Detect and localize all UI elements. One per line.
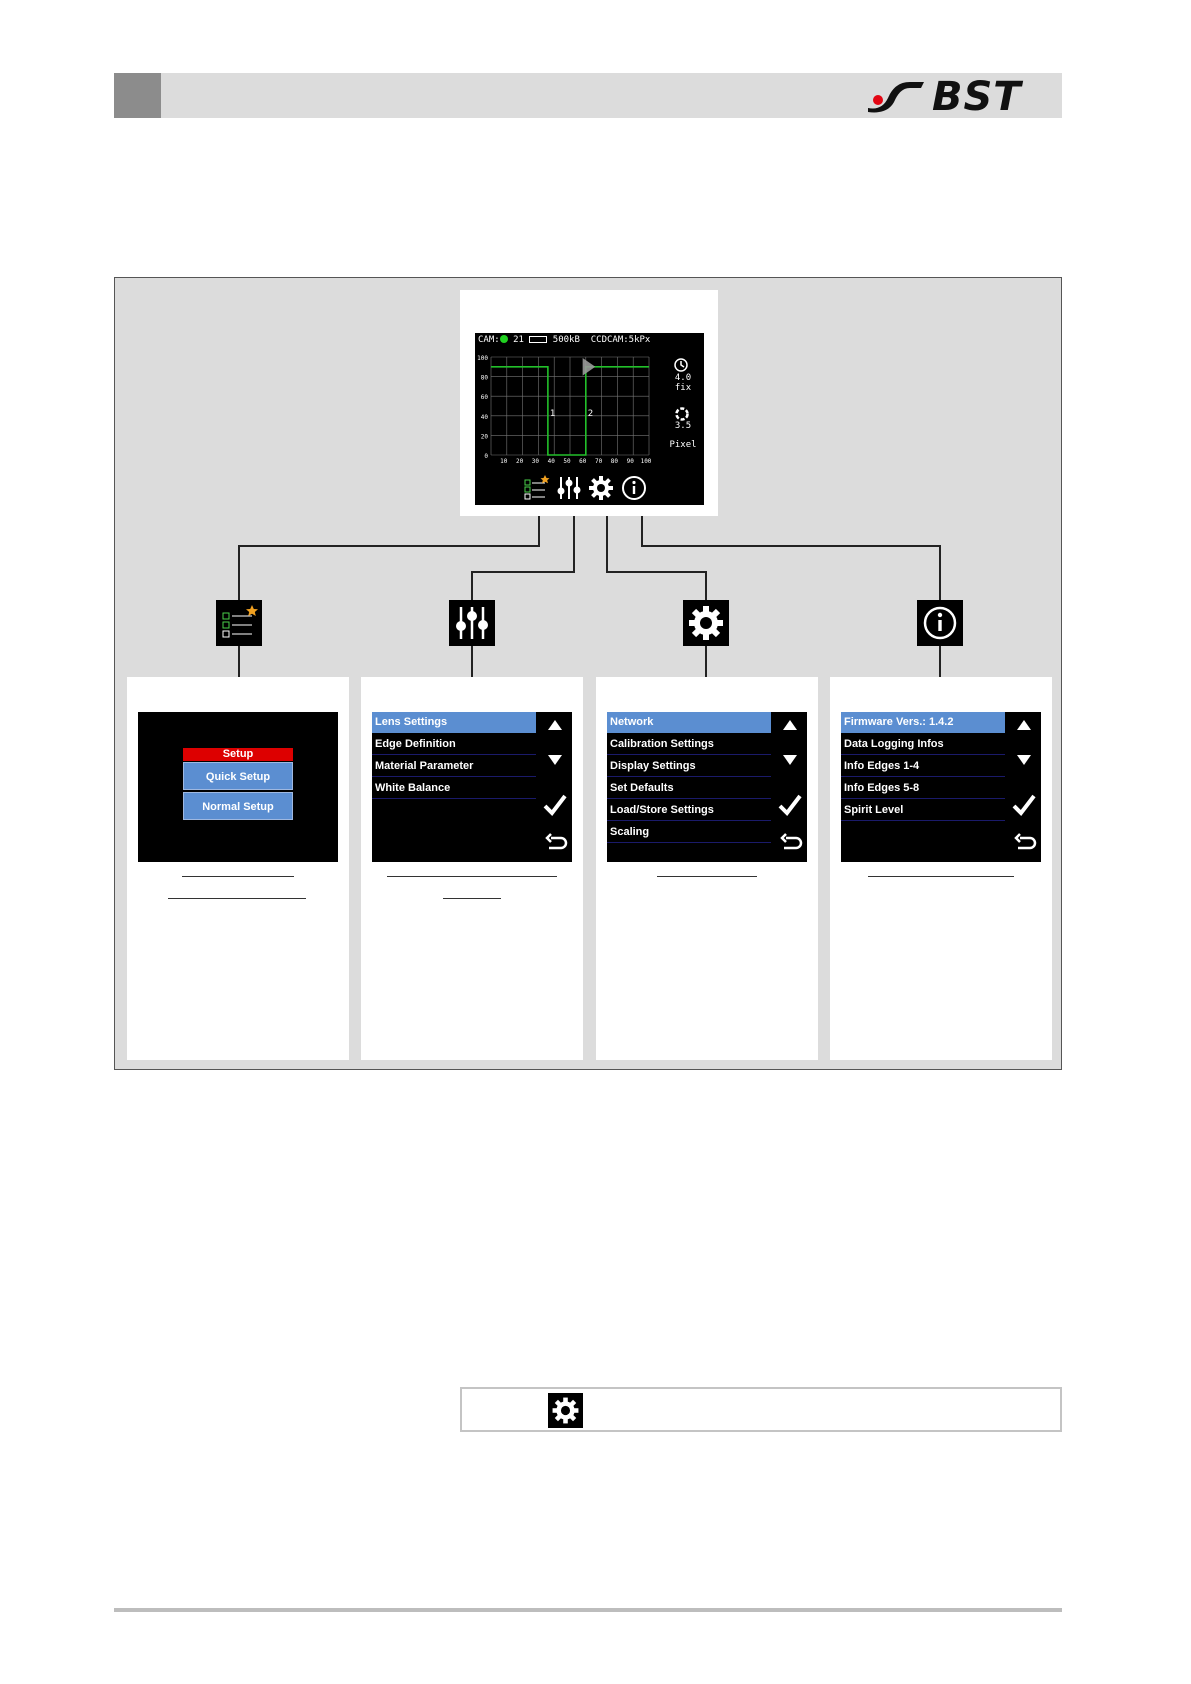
menu-controls (543, 720, 568, 850)
footer-rule (114, 1608, 1062, 1612)
info-panel: Firmware Vers.: 1.4.2 Data Logging Infos… (830, 677, 1052, 1060)
x-tick-label: 50 (563, 458, 571, 465)
edge-label: 1 (550, 409, 555, 419)
y-tick-label: 0 (484, 453, 488, 460)
bst-logo: BST (866, 74, 1056, 120)
note-box (460, 1387, 1062, 1432)
sliders-icon[interactable] (556, 475, 582, 501)
direction-arrow (547, 357, 596, 376)
back-icon[interactable] (545, 833, 568, 850)
menu-item-edge-definition[interactable]: Edge Definition (372, 734, 536, 755)
x-tick-label: 30 (532, 458, 540, 465)
menu-item-white-balance[interactable]: White Balance (372, 778, 536, 799)
menu-item-material-parameter[interactable]: Material Parameter (372, 756, 536, 777)
gear-icon (548, 1393, 583, 1428)
info-menu-screen: Firmware Vers.: 1.4.2 Data Logging Infos… (841, 712, 1041, 862)
y-tick-label: 20 (481, 433, 489, 440)
up-arrow-icon[interactable] (1017, 720, 1031, 730)
battery-icon (529, 336, 548, 343)
y-tick-label: 60 (481, 394, 489, 401)
setup-screen: Setup Quick Setup Normal Setup (138, 712, 338, 862)
menu-item-data-logging-infos[interactable]: Data Logging Infos (841, 734, 1005, 755)
status-line: CAM: 21 500kB CCDCAM:5kPx (478, 335, 650, 345)
menu-controls (778, 720, 803, 850)
edge-profile-line (491, 365, 649, 456)
setup-panel: Setup Quick Setup Normal Setup (127, 677, 349, 1060)
x-tick-label: 40 (548, 458, 556, 465)
page-header: BST (114, 73, 1062, 120)
quick-setup-button[interactable]: Quick Setup (183, 762, 293, 790)
parameter-panel: Lens Settings Edge Definition Material P… (361, 677, 583, 1060)
menu-item-lens-settings[interactable]: Lens Settings (372, 712, 536, 733)
edge-list-icon[interactable] (523, 475, 551, 501)
exposure-mode: fix (674, 383, 692, 393)
menu-item-display-settings[interactable]: Display Settings (607, 756, 771, 777)
unit-label: Pixel (669, 440, 697, 450)
menu-item-info-edges-1-4[interactable]: Info Edges 1-4 (841, 756, 1005, 777)
edge-chart: 100 80 60 40 20 0 10 20 30 40 50 60 70 80 90 100 1 2 (477, 355, 652, 465)
memory-value: 500kB (552, 335, 580, 345)
menu-item-load-store-settings[interactable]: Load/Store Settings (607, 800, 771, 821)
down-arrow-icon[interactable] (1017, 755, 1031, 765)
setup-title: Setup (183, 748, 293, 761)
menu-item-calibration-settings[interactable]: Calibration Settings (607, 734, 771, 755)
caption-rule (868, 876, 1014, 877)
chapter-marker (114, 73, 161, 118)
cam-status-dot (499, 335, 508, 343)
camera-type: CCDCAM:5kPx (590, 335, 651, 345)
clock-icon (674, 358, 688, 372)
edge-label: 2 (588, 409, 593, 419)
down-arrow-icon[interactable] (548, 755, 562, 765)
check-icon[interactable] (543, 794, 567, 817)
menu-item-set-defaults[interactable]: Set Defaults (607, 778, 771, 799)
menu-item-network[interactable]: Network (607, 712, 771, 733)
x-tick-label: 20 (516, 458, 524, 465)
aperture-icon (675, 407, 689, 421)
menu-item-firmware-version[interactable]: Firmware Vers.: 1.4.2 (841, 712, 1005, 733)
caption-rule (168, 898, 306, 899)
normal-setup-button[interactable]: Normal Setup (183, 792, 293, 820)
menu-controls (1012, 720, 1037, 850)
sliders-icon[interactable] (449, 600, 495, 646)
settings-menu-screen: Network Calibration Settings Display Set… (607, 712, 807, 862)
x-tick-label: 60 (579, 458, 587, 465)
cam-value: 21 (513, 335, 524, 345)
back-icon[interactable] (1014, 833, 1037, 850)
x-tick-label: 100 (641, 458, 652, 465)
x-tick-label: 90 (627, 458, 635, 465)
x-tick-label: 10 (500, 458, 508, 465)
x-tick-label: 70 (595, 458, 603, 465)
caption-rule (443, 898, 501, 899)
cam-label: CAM: (478, 335, 500, 345)
x-tick-label: 80 (611, 458, 619, 465)
back-icon[interactable] (780, 833, 803, 850)
check-icon[interactable] (778, 794, 802, 817)
y-tick-label: 100 (477, 355, 488, 362)
info-icon[interactable] (917, 600, 963, 646)
down-arrow-icon[interactable] (783, 755, 797, 765)
up-arrow-icon[interactable] (548, 720, 562, 730)
caption-rule (657, 876, 757, 877)
check-icon[interactable] (1012, 794, 1036, 817)
aperture-value: 3.5 (674, 421, 692, 431)
menu-item-scaling[interactable]: Scaling (607, 822, 771, 843)
up-arrow-icon[interactable] (783, 720, 797, 730)
y-tick-label: 40 (481, 414, 489, 421)
settings-panel: Network Calibration Settings Display Set… (596, 677, 818, 1060)
connector-lines (238, 513, 941, 678)
caption-rule (182, 876, 294, 877)
parameter-menu-screen: Lens Settings Edge Definition Material P… (372, 712, 572, 862)
exposure-value: 4.0 (674, 373, 692, 383)
caption-rule (387, 876, 557, 877)
y-tick-label: 80 (481, 375, 489, 382)
edge-list-icon[interactable] (216, 600, 262, 646)
info-icon[interactable] (621, 475, 647, 501)
menu-item-spirit-level[interactable]: Spirit Level (841, 800, 1005, 821)
menu-item-info-edges-5-8[interactable]: Info Edges 5-8 (841, 778, 1005, 799)
gear-icon[interactable] (588, 475, 614, 501)
gear-icon[interactable] (683, 600, 729, 646)
